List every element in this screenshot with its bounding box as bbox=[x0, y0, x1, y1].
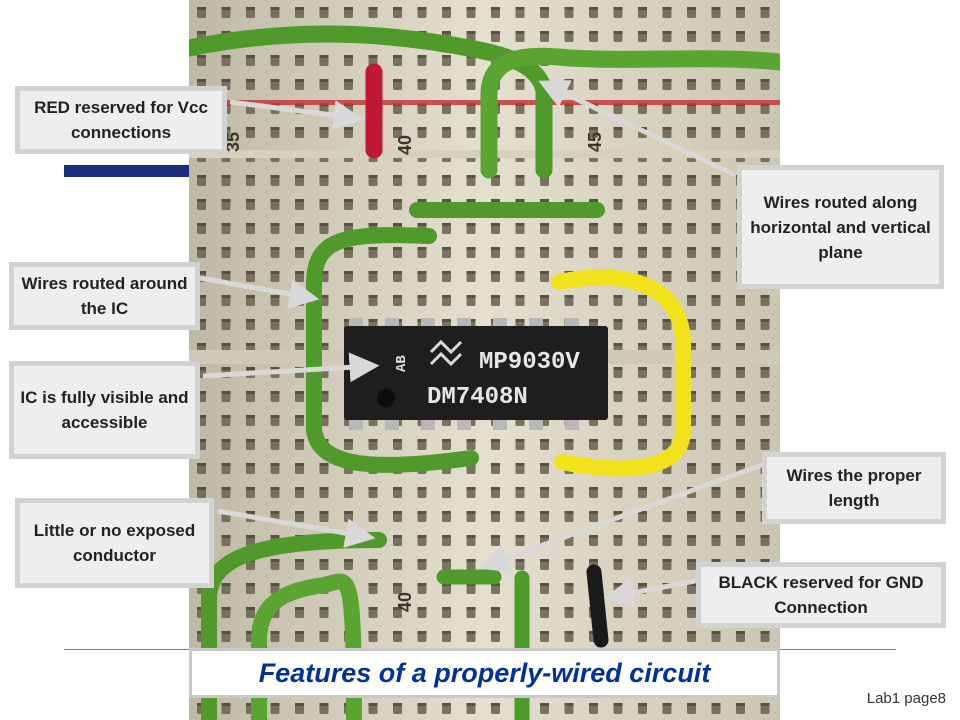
green-wire-lower-2 bbox=[251, 573, 362, 720]
green-wire-top-2 bbox=[480, 47, 780, 179]
page-number: Lab1 page8 bbox=[866, 690, 946, 707]
ic-line-1: MP9030V bbox=[479, 349, 580, 376]
row-number-45: 45 bbox=[585, 132, 605, 152]
black-wire bbox=[586, 564, 609, 648]
row-number-35: 35 bbox=[223, 132, 243, 152]
callout-red-vcc: RED reserved for Vcc connections bbox=[15, 86, 227, 154]
callout-horizontal-vertical: Wires routed along horizontal and vertic… bbox=[737, 165, 944, 289]
green-wire-around-ic bbox=[306, 227, 479, 473]
ic-chip: AB MP9030V DM7408N bbox=[344, 318, 608, 430]
ic-line-2: DM7408N bbox=[427, 384, 528, 411]
callout-exposed-conductor: Little or no exposed conductor bbox=[15, 498, 214, 588]
breadboard-photo: 35 40 45 40 bbox=[189, 0, 780, 720]
callout-ic-visible: IC is fully visible and accessible bbox=[9, 361, 200, 459]
callout-proper-length: Wires the proper length bbox=[762, 452, 946, 524]
green-wire-lower-1 bbox=[201, 532, 387, 720]
slide-title: Features of a properly-wired circuit bbox=[189, 648, 780, 698]
callout-around-ic: Wires routed around the IC bbox=[9, 262, 200, 330]
accent-bar bbox=[64, 165, 190, 177]
row-number-40: 40 bbox=[395, 135, 415, 155]
row-number-40-bottom: 40 bbox=[395, 592, 415, 612]
callout-black-gnd: BLACK reserved for GND Connection bbox=[696, 562, 946, 628]
ic-side-code: AB bbox=[394, 355, 410, 372]
green-wire-top bbox=[189, 25, 553, 179]
